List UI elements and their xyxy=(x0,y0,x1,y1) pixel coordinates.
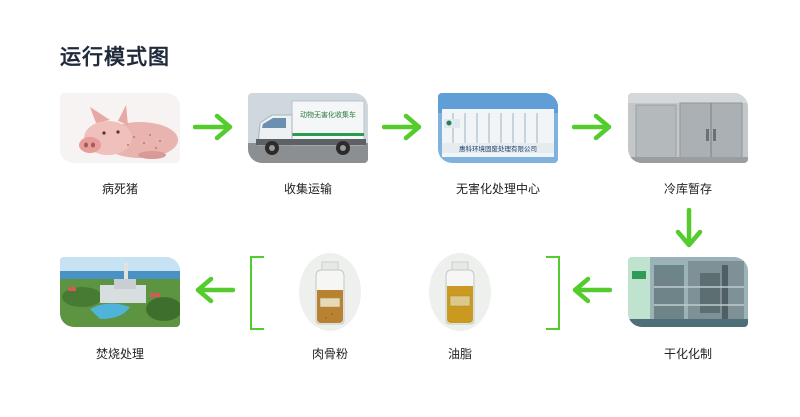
arrow-right-icon xyxy=(382,113,422,141)
drying-rendering-image xyxy=(628,257,748,327)
step-label-collection: 收集运输 xyxy=(283,182,332,196)
step-label-drying: 干化化制 xyxy=(663,347,712,361)
page-title: 运行模式图 xyxy=(60,45,170,69)
arrow-down-icon xyxy=(675,208,703,248)
incineration-plant-image xyxy=(60,257,180,327)
step-label-dead-pig: 病死猪 xyxy=(101,182,138,196)
treatment-center-image: 惠科环境固废处理有限公司 xyxy=(438,93,558,163)
step-label-cold-storage: 冷库暂存 xyxy=(663,182,712,196)
step-label-bone-meal: 肉骨粉 xyxy=(311,347,348,361)
oil-jar-image xyxy=(429,253,491,331)
step-label-treatment-center: 无害化处理中心 xyxy=(455,182,540,196)
bone-meal-jar-image xyxy=(299,253,361,331)
products-bracket-right xyxy=(546,256,560,330)
step-label-incineration: 焚烧处理 xyxy=(95,347,144,361)
cold-storage-image xyxy=(628,93,748,163)
products-bracket-left xyxy=(250,256,264,330)
arrow-right-icon xyxy=(193,113,233,141)
step-label-oil: 油脂 xyxy=(447,347,472,361)
building-sign: 惠科环境固废处理有限公司 xyxy=(459,144,537,153)
collection-truck-image: 动物无害化收集车 xyxy=(248,93,368,163)
truck-text: 动物无害化收集车 xyxy=(300,110,356,119)
arrow-right-icon xyxy=(572,113,612,141)
arrow-left-icon xyxy=(195,276,235,304)
dead-pig-image xyxy=(60,93,180,163)
arrow-left-icon xyxy=(572,276,612,304)
